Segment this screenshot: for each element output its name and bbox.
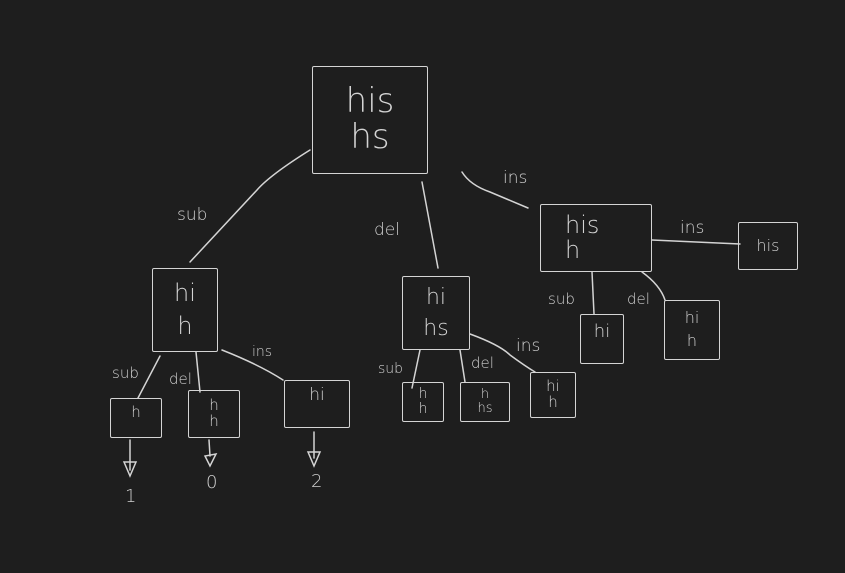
edge-label-sub-sub: sub bbox=[112, 364, 139, 382]
edge-ins-insins bbox=[651, 239, 741, 245]
edge-label-del-sub: sub bbox=[378, 361, 404, 377]
node-del-sub: h h bbox=[402, 382, 444, 422]
node-del-line1: hi bbox=[425, 284, 447, 310]
node-sub-del-line2: h bbox=[209, 412, 219, 430]
node-del-line2: hs bbox=[423, 316, 449, 341]
edge-sub-subins bbox=[221, 349, 284, 381]
node-del-sub-line2: h bbox=[418, 401, 428, 417]
node-sub-ins: hi bbox=[284, 380, 350, 428]
result-sub-ins: 2 bbox=[311, 471, 323, 492]
node-sub-line2: h bbox=[177, 312, 193, 340]
node-ins-ins: his bbox=[738, 222, 798, 270]
node-del-ins: hi h bbox=[530, 372, 576, 418]
edge-ins-insdel bbox=[641, 271, 666, 301]
node-sub-del: h h bbox=[188, 390, 240, 438]
node-del-ins-line1: hi bbox=[546, 377, 560, 396]
node-sub-sub-line1: h bbox=[131, 403, 141, 421]
node-ins-line2: h bbox=[565, 236, 581, 264]
node-del-del-line2: hs bbox=[477, 401, 493, 416]
node-del-del-line1: h bbox=[480, 387, 490, 403]
edge-del-delsub bbox=[411, 349, 421, 389]
edge-label-ins-ins: ins bbox=[680, 218, 705, 238]
edge-sub-subsub bbox=[137, 355, 161, 399]
edge-label-root-del: del bbox=[374, 220, 400, 240]
node-del: hi hs bbox=[402, 276, 470, 350]
node-root: his hs bbox=[312, 66, 428, 174]
edge-ins-inssub bbox=[591, 271, 595, 315]
result-sub-sub: 1 bbox=[125, 486, 137, 507]
node-ins: his h bbox=[540, 204, 652, 272]
node-ins-ins-line1: his bbox=[756, 235, 780, 255]
edge-root-ins bbox=[461, 171, 529, 209]
edge-label-root-ins: ins bbox=[503, 168, 528, 188]
node-sub-sub: h bbox=[110, 398, 162, 438]
edge-label-ins-sub: sub bbox=[548, 290, 575, 308]
edge-sub-subdel bbox=[195, 351, 201, 393]
edge-root-sub bbox=[189, 149, 311, 263]
arrow-sub-del bbox=[203, 439, 218, 468]
node-del-del: h hs bbox=[460, 382, 510, 422]
node-ins-del-line1: hi bbox=[684, 308, 700, 328]
edge-label-sub-del: del bbox=[169, 370, 192, 388]
edge-label-root-sub: sub bbox=[177, 205, 208, 225]
node-sub-line1: hi bbox=[174, 278, 196, 307]
node-root-line1: his bbox=[345, 81, 395, 122]
node-ins-sub: hi bbox=[580, 314, 624, 364]
node-sub: hi h bbox=[152, 268, 218, 352]
node-sub-del-line1: h bbox=[209, 396, 219, 415]
edge-del-delins bbox=[469, 333, 536, 373]
arrow-sub-ins bbox=[306, 431, 322, 468]
node-ins-sub-line1: hi bbox=[593, 321, 611, 342]
edge-label-del-del: del bbox=[471, 354, 494, 372]
edge-del-deldel bbox=[459, 349, 466, 383]
node-del-sub-line1: h bbox=[418, 386, 428, 403]
edge-label-ins-del: del bbox=[627, 290, 650, 308]
node-root-line2: hs bbox=[350, 117, 390, 157]
edge-root-del bbox=[421, 181, 439, 269]
node-ins-del: hi h bbox=[664, 300, 720, 360]
node-ins-del-line2: h bbox=[686, 331, 698, 350]
node-ins-line1: his bbox=[565, 210, 600, 239]
result-sub-del: 0 bbox=[206, 472, 218, 493]
node-sub-ins-line1: hi bbox=[309, 385, 325, 405]
edge-label-sub-ins: ins bbox=[252, 344, 273, 360]
node-del-ins-line2: h bbox=[548, 393, 558, 411]
arrow-sub-sub bbox=[122, 439, 138, 478]
edge-label-del-ins: ins bbox=[516, 336, 541, 356]
